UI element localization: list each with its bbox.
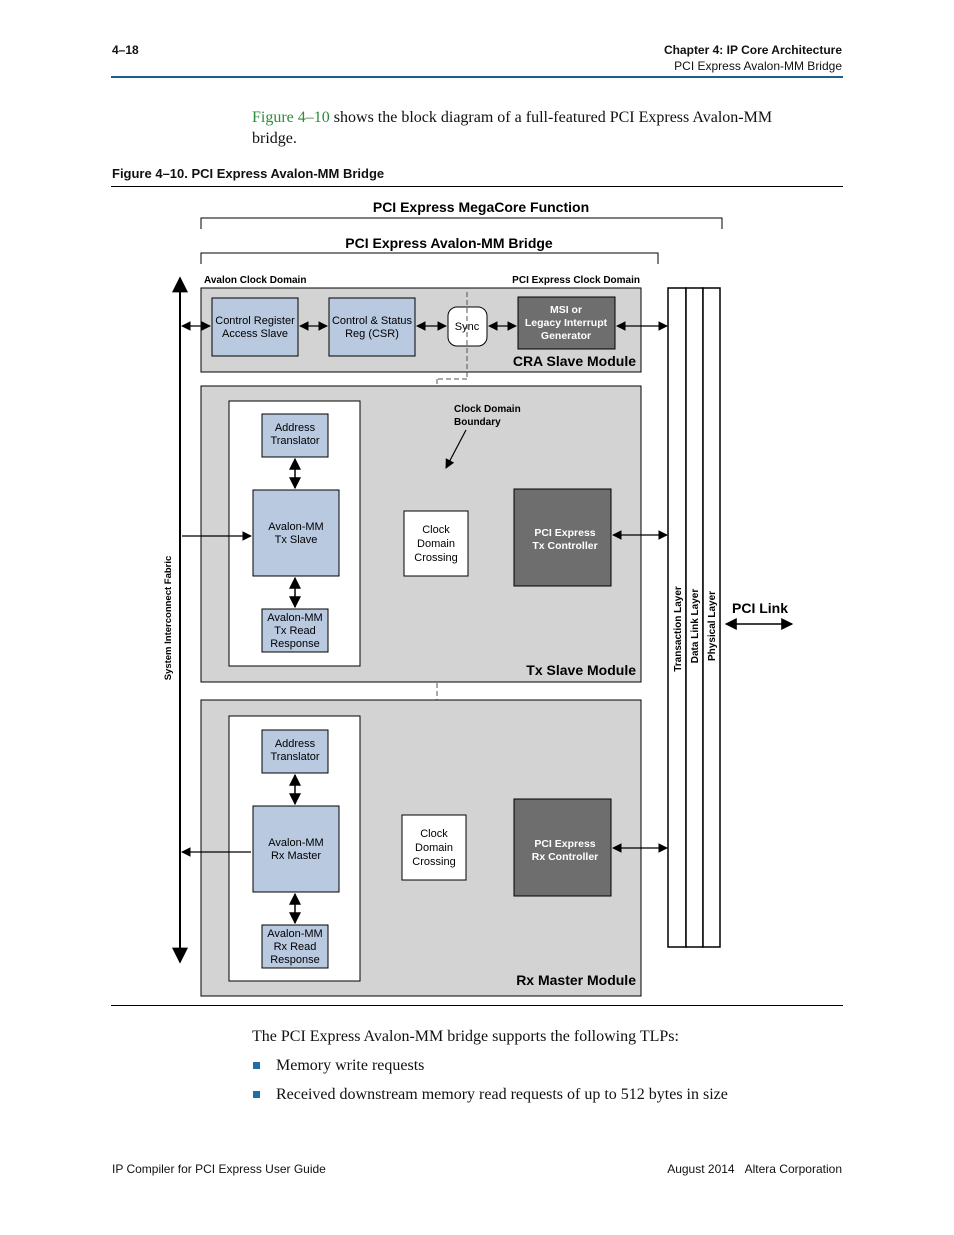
- msi-line2: Legacy Interrupt: [525, 317, 608, 329]
- physical-layer-bar: [702, 287, 721, 948]
- control-register-block: [211, 297, 299, 357]
- rx-ctrl-line1: PCI Express: [534, 838, 595, 850]
- rx-read-response: [261, 924, 329, 969]
- tx-controller-block: [513, 488, 612, 587]
- figure-caption: Figure 4–10. PCI Express Avalon-MM Bridg…: [112, 166, 385, 181]
- footer-date: August 2014: [667, 1162, 735, 1176]
- chapter-title: Chapter 4: IP Core Architecture: [663, 43, 842, 57]
- system-fabric-label: System Interconnect Fabric: [163, 556, 174, 681]
- clock-boundary-label-line2: Boundary: [454, 417, 501, 428]
- rx-addr-line1: Address: [275, 738, 316, 750]
- rx-master-line1: Avalon-MM: [268, 837, 323, 849]
- figure-bottom-rule: [111, 1005, 843, 1006]
- rx-addr-line2: Translator: [270, 751, 319, 763]
- rx-master-line2: Rx Master: [271, 850, 321, 862]
- cra-module-title: CRA Slave Module: [513, 353, 636, 369]
- tx-slave-line1: Avalon-MM: [268, 521, 323, 533]
- megacore-bracket: [200, 217, 723, 229]
- tx-clock-domain-crossing: [403, 510, 469, 577]
- clock-boundary-label-line1: Clock Domain: [454, 404, 521, 415]
- bridge-label: PCI Express Avalon-MM Bridge: [345, 235, 553, 251]
- data-link-layer-label: Data Link Layer: [690, 589, 701, 664]
- rx-resp-line1: Avalon-MM: [267, 928, 322, 940]
- tx-address-translator: [261, 413, 329, 458]
- page-number: 4–18: [112, 43, 139, 57]
- pci-link-label: PCI Link: [732, 600, 788, 616]
- bullet-item: Memory write requests: [276, 1057, 425, 1074]
- rx-master-block: [252, 805, 340, 893]
- rx-clock-domain-crossing: [401, 814, 467, 881]
- csr-block: [328, 297, 416, 357]
- msi-line1: MSI or: [550, 304, 582, 316]
- tx-addr-line1: Address: [275, 422, 316, 434]
- avalon-clock-domain-label: Avalon Clock Domain: [204, 275, 306, 286]
- tx-read-response: [261, 608, 329, 653]
- bullet-marker: [253, 1062, 260, 1069]
- caption-rule: [111, 186, 843, 187]
- msi-line3: Generator: [541, 330, 591, 342]
- tx-slave-block: [252, 489, 340, 577]
- rx-cdc-line1: Clock: [420, 828, 448, 840]
- footer-right: August 2014 Altera Corporation: [667, 1162, 842, 1176]
- footer-company: Altera Corporation: [744, 1162, 842, 1176]
- control-register-line2: Access Slave: [222, 328, 288, 340]
- tx-resp-line3: Response: [270, 638, 320, 650]
- rx-controller-block: [513, 798, 612, 897]
- header-rule: [111, 76, 843, 78]
- intro-text: shows the block diagram of a full-featur…: [252, 109, 773, 147]
- tx-slave-line2: Tx Slave: [275, 534, 318, 546]
- transaction-layer-label: Transaction Layer: [673, 586, 684, 672]
- rx-ctrl-line2: Rx Controller: [532, 851, 599, 863]
- tx-ctrl-line2: Tx Controller: [532, 540, 597, 552]
- tx-resp-line2: Tx Read: [274, 625, 316, 637]
- bridge-bracket: [200, 252, 659, 264]
- rx-address-translator: [261, 729, 329, 774]
- footer-guide-title: IP Compiler for PCI Express User Guide: [112, 1162, 326, 1176]
- tx-ctrl-line1: PCI Express: [534, 527, 595, 539]
- rx-module-title: Rx Master Module: [516, 972, 636, 988]
- rx-resp-line2: Rx Read: [274, 941, 317, 953]
- tx-cdc-line3: Crossing: [414, 552, 457, 564]
- tx-cdc-line2: Domain: [417, 538, 455, 550]
- rx-cdc-line2: Domain: [415, 842, 453, 854]
- csr-line1: Control & Status: [332, 315, 413, 327]
- tx-addr-line2: Translator: [270, 435, 319, 447]
- megacore-label: PCI Express MegaCore Function: [373, 199, 589, 215]
- control-register-line1: Control Register: [215, 315, 295, 327]
- rx-resp-line3: Response: [270, 954, 320, 966]
- pcie-clock-domain-label: PCI Express Clock Domain: [512, 275, 640, 286]
- bullet-item: Received downstream memory read requests…: [276, 1086, 728, 1103]
- tlp-intro: The PCI Express Avalon-MM bridge support…: [252, 1028, 679, 1045]
- clock-boundary-pointer: [445, 429, 467, 469]
- section-title: PCI Express Avalon-MM Bridge: [674, 59, 842, 73]
- figure-link[interactable]: Figure 4–10: [252, 109, 330, 126]
- physical-layer-label: Physical Layer: [707, 591, 718, 661]
- rx-cdc-line3: Crossing: [412, 856, 455, 868]
- bullet-marker: [253, 1091, 260, 1098]
- intro-paragraph: Figure 4–10 shows the block diagram of a…: [252, 107, 812, 149]
- tx-resp-line1: Avalon-MM: [267, 612, 322, 624]
- csr-line2: Reg (CSR): [345, 328, 399, 340]
- tx-module-title: Tx Slave Module: [526, 662, 636, 678]
- msi-generator-block: [517, 296, 616, 350]
- tx-cdc-line1: Clock: [422, 524, 450, 536]
